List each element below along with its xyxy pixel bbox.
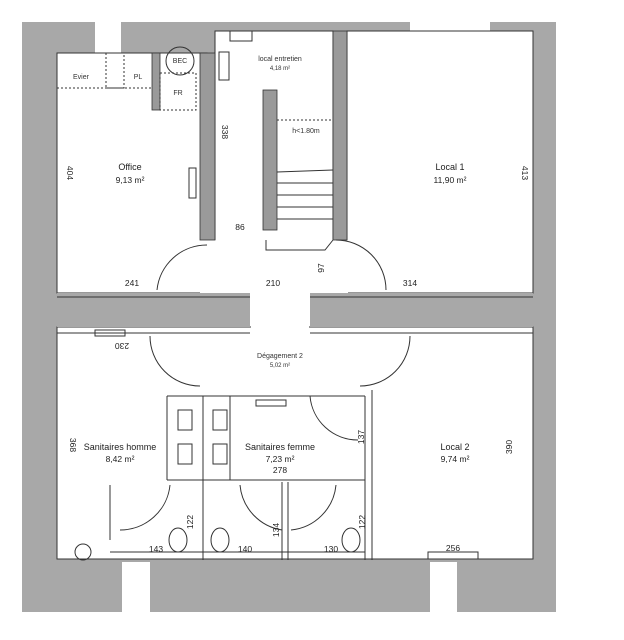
room-local-1[interactable] <box>346 30 534 294</box>
local-entretien-label: local entretien <box>258 56 302 63</box>
hall-top[interactable] <box>200 240 348 293</box>
office-area: 9,13 m² <box>116 175 145 185</box>
dim-134: 134 <box>271 523 281 537</box>
local-entretien-area: 4,18 m² <box>270 66 290 72</box>
local2-label: Local 2 <box>440 442 469 452</box>
dim-368: 368 <box>68 438 78 452</box>
dim-413: 413 <box>520 166 530 180</box>
partition-office <box>199 52 216 241</box>
dim-338: 338 <box>220 125 230 139</box>
san-homme-area: 8,42 m² <box>106 454 135 464</box>
height-note: h<1.80m <box>292 128 320 135</box>
chimney-left <box>95 22 121 54</box>
san-femme-area: 7,23 m² <box>266 454 295 464</box>
dim-122-b: 122 <box>357 515 367 529</box>
evier-label: Evier <box>73 74 90 81</box>
degagement-label: Dégagement 2 <box>257 353 303 360</box>
local1-label: Local 1 <box>435 162 464 172</box>
dim-390: 390 <box>504 440 514 454</box>
san-homme-label: Sanitaires homme <box>84 442 157 452</box>
dim-241: 241 <box>125 278 139 288</box>
room-bottom-block[interactable] <box>56 326 534 560</box>
dim-122-a: 122 <box>185 515 195 529</box>
partition-local1 <box>332 30 348 241</box>
dim-130: 130 <box>324 544 338 554</box>
office-label: Office <box>118 162 141 172</box>
dim-137: 137 <box>356 430 366 444</box>
pl-label: PL <box>134 74 143 81</box>
room-office[interactable] <box>56 52 208 294</box>
local2-area: 9,74 m² <box>441 454 470 464</box>
dim-97: 97 <box>316 263 326 273</box>
dim-210: 210 <box>266 278 280 288</box>
dim-86: 86 <box>235 222 245 232</box>
bec-label: BEC <box>173 58 187 65</box>
stair-wall <box>262 89 278 231</box>
fr-label: FR <box>173 90 182 97</box>
san-femme-label: Sanitaires femme <box>245 442 315 452</box>
dim-230: 230 <box>115 341 129 351</box>
dim-140: 140 <box>238 544 252 554</box>
degagement-area: 5,02 m² <box>270 363 290 369</box>
dim-256: 256 <box>446 543 460 553</box>
dim-314: 314 <box>403 278 417 288</box>
dim-143: 143 <box>149 544 163 554</box>
local1-area: 11,90 m² <box>434 175 467 185</box>
dim-278: 278 <box>273 465 287 475</box>
dim-404: 404 <box>65 166 75 180</box>
